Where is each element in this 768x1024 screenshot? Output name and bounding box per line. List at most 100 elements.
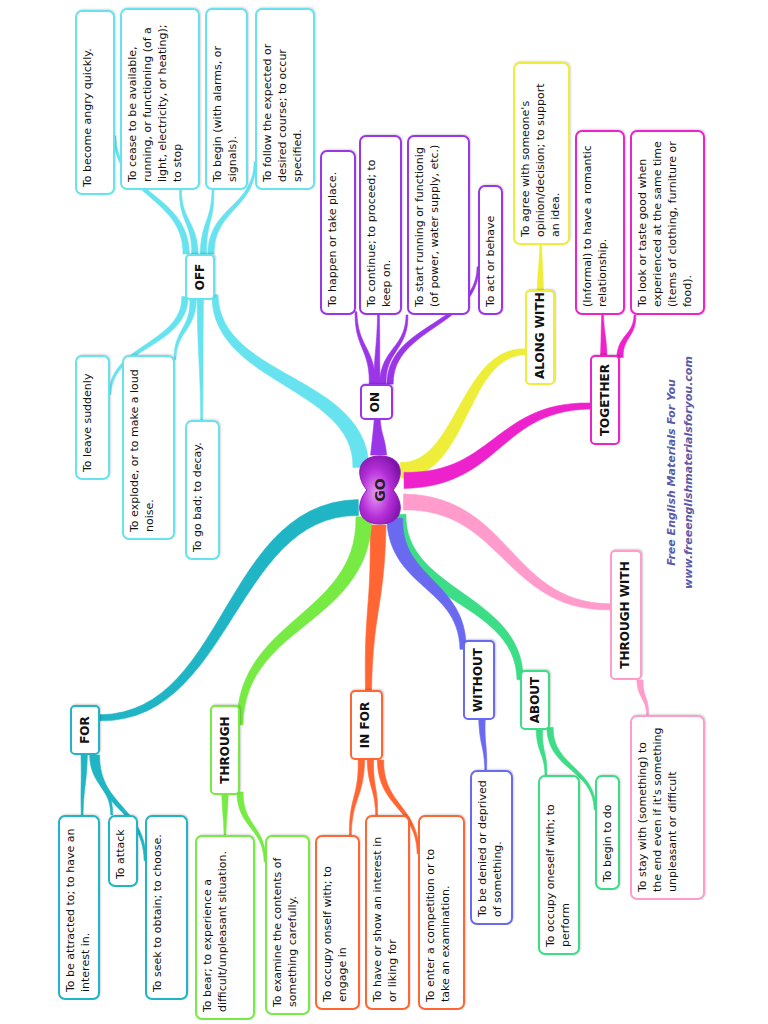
definition-box: To start running or functionig (of power… xyxy=(407,135,470,315)
node-text: IN FOR xyxy=(354,696,376,754)
node-text: To begin (with alarms, or signals). xyxy=(210,16,240,182)
branch-connector xyxy=(617,315,636,357)
definition-box: To explode, or to make a loud noise. xyxy=(122,355,175,540)
node-text: To happen or take place. xyxy=(325,158,340,307)
definition-box: To look or taste good when experienced a… xyxy=(630,130,705,315)
definition-box: To examine the contents of something car… xyxy=(265,835,310,1015)
definition-box: To happen or take place. xyxy=(320,150,356,315)
node-text: OFF xyxy=(189,260,211,294)
definition-box: To continue; to proceed; to keep on. xyxy=(359,135,402,315)
node-text: To start running or functionig (of power… xyxy=(412,143,442,307)
branch-connector xyxy=(637,680,649,715)
branch-box: ON xyxy=(360,384,393,420)
node-text: To be denied or deprived of something. xyxy=(475,778,505,917)
definition-box: To cease to be available, running, or fu… xyxy=(120,8,200,190)
branch-box: THROUGH WITH xyxy=(610,550,642,680)
branch-connector xyxy=(365,525,386,690)
definition-box: To occupy oneself with; to perform xyxy=(538,775,580,955)
branch-box: IN FOR xyxy=(350,690,383,760)
node-text: THROUGH WITH xyxy=(614,556,636,674)
node-text: To go bad; to decay. xyxy=(190,428,205,552)
branch-connector xyxy=(355,312,376,384)
node-text: WITHOUT xyxy=(467,646,489,714)
definition-box: To be denied or deprived of something. xyxy=(470,770,513,925)
node-text: To cease to be available, running, or fu… xyxy=(125,16,185,182)
definition-box: To begin to do xyxy=(595,775,620,890)
node-text: FOR xyxy=(74,711,96,749)
node-text: To occupy oneself with; to perform xyxy=(543,783,573,947)
node-text: TOGETHER xyxy=(594,361,616,439)
definition-box: (Informal) to have a romantic relationsh… xyxy=(575,130,625,315)
node-text: ON xyxy=(364,390,386,414)
definition-box: To leave suddenly xyxy=(75,355,110,480)
branch-box: THROUGH xyxy=(210,705,240,795)
watermark: Free English Materials For Youwww.freeen… xyxy=(663,355,697,590)
branch-connector xyxy=(174,300,196,360)
node-text: To look or taste good when experienced a… xyxy=(635,138,695,307)
definition-box: To attack xyxy=(108,815,138,887)
branch-connector xyxy=(404,403,590,488)
node-text: To continue; to proceed; to keep on. xyxy=(364,143,394,307)
node-text: To begin to do xyxy=(600,783,615,882)
definition-box: To enter a competition or to take an exa… xyxy=(418,815,465,1010)
definition-box: To stay with (something) to the end even… xyxy=(630,715,705,900)
node-text: GO xyxy=(372,478,388,501)
node-text: ABOUT xyxy=(524,676,546,724)
center-node: GO xyxy=(355,455,405,525)
branch-connector xyxy=(601,315,607,355)
node-text: ALONG WITH xyxy=(529,296,551,379)
definition-box: To occupy onself with; to engage in xyxy=(315,835,360,1010)
node-text: To agree with someone's opinion/decision… xyxy=(518,70,563,237)
node-text: To occupy onself with; to engage in xyxy=(320,843,350,1002)
node-text: To act or behave xyxy=(483,193,498,307)
branch-connector xyxy=(81,755,87,815)
node-text: To seek to obtain; to choose. xyxy=(150,823,165,992)
branch-connector xyxy=(536,730,547,775)
branch-connector xyxy=(387,518,466,649)
definition-box: To follow the expected or desired course… xyxy=(255,8,315,190)
node-text: To attack xyxy=(113,823,128,879)
definition-box: To go bad; to decay. xyxy=(185,420,220,560)
branch-connector xyxy=(390,514,523,680)
branch-connector xyxy=(197,300,203,420)
branch-connector xyxy=(367,760,377,815)
branch-box: FOR xyxy=(70,705,100,755)
definition-box: To agree with someone's opinion/decision… xyxy=(513,62,570,245)
branch-box: ALONG WITH xyxy=(525,290,555,385)
branch-connector xyxy=(479,720,487,770)
node-text: To enter a competition or to take an exa… xyxy=(423,823,453,1002)
node-text: To be attracted to; to have an interest … xyxy=(63,823,93,992)
node-text: To examine the contents of something car… xyxy=(270,843,300,1007)
definition-box: To become angry quickly. xyxy=(75,10,115,195)
node-text: (Informal) to have a romantic relationsh… xyxy=(580,138,610,307)
branch-connector xyxy=(349,760,364,835)
center-blob-outline xyxy=(360,456,401,524)
watermark-text: Free English Materials For You xyxy=(663,355,680,590)
branch-connector xyxy=(371,420,387,455)
node-text: To bear; to experience a difficult/unple… xyxy=(200,843,230,1012)
definition-box: To bear; to experience a difficult/unple… xyxy=(195,835,255,1020)
node-text: To become angry quickly. xyxy=(80,18,95,187)
branch-connector xyxy=(222,795,228,835)
branch-connector xyxy=(212,295,369,468)
branch-box: ABOUT xyxy=(520,670,550,730)
node-text: To follow the expected or desired course… xyxy=(260,16,305,182)
definition-box: To seek to obtain; to choose. xyxy=(145,815,188,1000)
branch-box: TOGETHER xyxy=(590,355,620,445)
branch-box: WITHOUT xyxy=(463,640,495,720)
branch-connector xyxy=(374,315,380,384)
node-text: THROUGH xyxy=(214,711,236,789)
branch-connector xyxy=(537,245,543,290)
branch-connector xyxy=(401,349,526,479)
definition-box: To begin (with alarms, or signals). xyxy=(205,8,248,190)
branch-box: OFF xyxy=(185,254,215,300)
watermark-text: www.freeenglishmaterialsforyou.com xyxy=(680,355,697,590)
branch-connector xyxy=(180,190,199,254)
definition-box: To be attracted to; to have an interest … xyxy=(58,815,100,1000)
node-text: To leave suddenly xyxy=(80,363,95,472)
node-text: To stay with (something) to the end even… xyxy=(635,723,680,892)
definition-box: To act or behave xyxy=(478,185,503,315)
definition-box: To have or show an interest in or liking… xyxy=(365,815,410,1010)
node-text: To have or show an interest in or liking… xyxy=(370,823,400,1002)
